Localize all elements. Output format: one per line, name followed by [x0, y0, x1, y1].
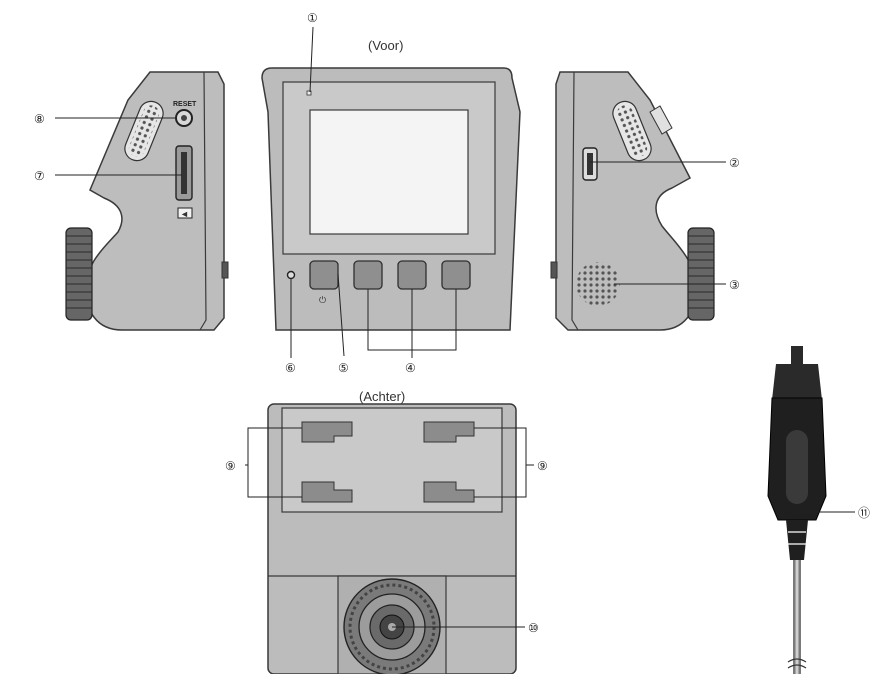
svg-text:◄: ◄ [180, 209, 189, 219]
adhesive-pad-icon [423, 481, 475, 503]
menu-button-3[interactable] [441, 260, 471, 290]
left-mount-stub [221, 261, 229, 279]
reset-hole-icon [175, 109, 193, 127]
callout-numbers: ① ② ③ ④ ⑤ ⑥ ⑦ ⑧ ⑨ ⑨ ⑩ ⑪ [34, 11, 870, 635]
microphone-hole-icon [286, 270, 296, 280]
callout-9-right: ⑨ [537, 459, 548, 473]
front-view-title: (Voor) [368, 38, 403, 53]
right-side-edge [571, 71, 579, 331]
callout-11: ⑪ [858, 506, 870, 520]
right-clip-tab [649, 105, 673, 135]
power-symbol: ⏻ [319, 295, 326, 305]
callout-2: ② [729, 156, 740, 170]
rear-view: (Achter) [267, 389, 517, 674]
callout-10: ⑩ [528, 621, 539, 635]
front-screen [309, 109, 469, 235]
callout-7: ⑦ [34, 169, 45, 183]
sd-card-slot-icon [175, 145, 193, 201]
indicator-led-icon [306, 90, 312, 96]
speaker-grille-icon [576, 262, 620, 306]
menu-button-1[interactable] [353, 260, 383, 290]
adhesive-pad-icon [301, 481, 353, 503]
reset-label: RESET [173, 101, 197, 108]
car-charger-plug-icon [767, 346, 827, 674]
mount-knob-icon [65, 227, 93, 321]
right-mount-stub [550, 261, 558, 279]
rear-view-title: (Achter) [359, 389, 405, 404]
power-button[interactable] [309, 260, 339, 290]
mount-knob-icon [687, 227, 715, 321]
leader-lines [55, 26, 855, 628]
vent-grille-icon [612, 100, 652, 162]
callout-9-left: ⑨ [225, 459, 236, 473]
callout-1: ① [307, 11, 318, 25]
callout-8: ⑧ [34, 112, 45, 126]
callout-4: ④ [405, 361, 416, 375]
card-direction-icon: ◄ [177, 207, 193, 219]
adhesive-pad-icon [301, 421, 353, 443]
left-side-view: RESET ◄ [65, 71, 229, 331]
front-view: (Voor) ⏻ [261, 38, 521, 331]
adhesive-pad-icon [423, 421, 475, 443]
menu-button-2[interactable] [397, 260, 427, 290]
usb-port-icon [582, 147, 598, 181]
right-side-view [550, 71, 715, 331]
callout-3: ③ [729, 278, 740, 292]
callout-5: ⑤ [338, 361, 349, 375]
left-side-edge [199, 71, 207, 331]
callout-6: ⑥ [285, 361, 296, 375]
